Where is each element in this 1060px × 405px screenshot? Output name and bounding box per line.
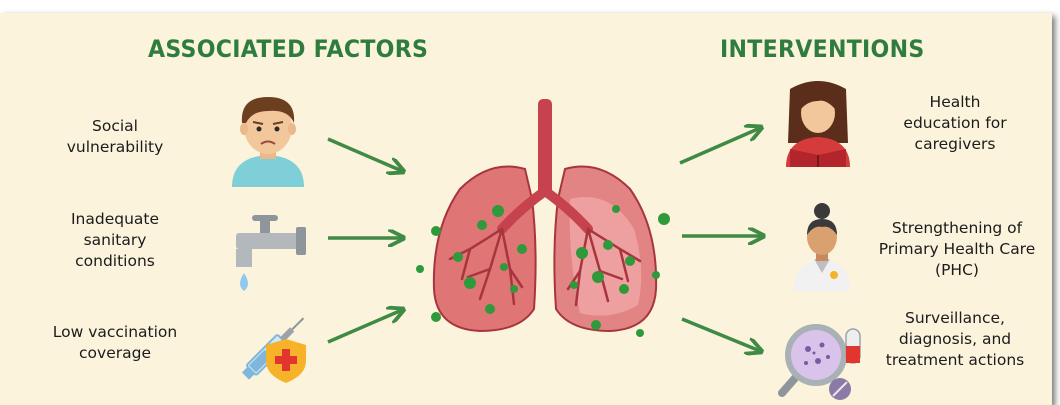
arrow-vaccination-to-lungs [328,310,402,342]
diagram-panel: ASSOCIATED FACTORS INTERVENTIONS Social … [0,13,1052,405]
arrow-lungs-to-surveillance [682,319,760,351]
arrows-layer [0,13,1052,405]
arrow-social-to-lungs [328,139,402,171]
arrow-lungs-to-education [680,128,760,163]
